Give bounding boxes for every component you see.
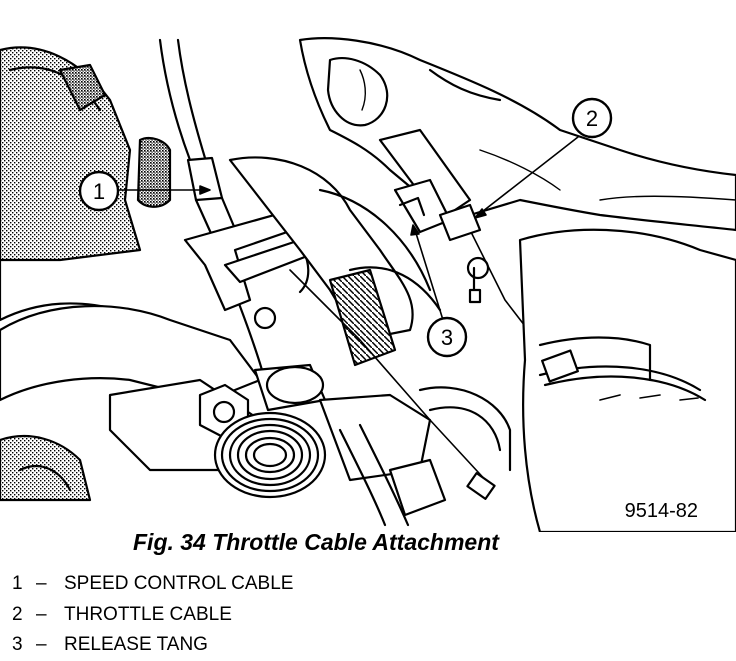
callout-1-number: 1 — [93, 179, 105, 204]
figure-reference-code: 9514-82 — [624, 500, 698, 522]
callout-2-number: 2 — [586, 106, 598, 131]
figure-caption: Fig. 34 Throttle Cable Attachment — [133, 529, 499, 555]
air-intake-duct — [518, 228, 736, 532]
legend-separator: – — [36, 573, 47, 594]
legend-number: 3 — [12, 634, 23, 655]
legend-item-1: 1–SPEED CONTROL CABLE — [12, 569, 293, 600]
intake-runner — [0, 304, 262, 502]
callout-3: 3 — [426, 316, 468, 358]
speed-control-cable — [158, 38, 264, 372]
callout-2: 2 — [571, 97, 613, 139]
legend-label: SPEED CONTROL CABLE — [64, 573, 294, 594]
linkage-lower — [318, 386, 512, 527]
throttle-cable — [289, 229, 556, 500]
callout-1: 1 — [78, 170, 120, 212]
legend-number: 1 — [12, 573, 23, 594]
throttle-drum — [213, 363, 327, 499]
legend-item-3: 3–RELEASE TANG — [12, 630, 293, 661]
callout-legend: 1–SPEED CONTROL CABLE 2–THROTTLE CABLE 3… — [12, 569, 293, 661]
throttle-cable-illustration: 1 2 3 — [0, 37, 736, 532]
cable-connector — [378, 128, 482, 242]
callout-leaders — [117, 136, 579, 321]
callout-3-number: 3 — [441, 325, 453, 350]
legend-label: THROTTLE CABLE — [64, 603, 232, 625]
throttle-body — [228, 156, 442, 367]
technician-hand — [298, 37, 736, 232]
legend-separator: – — [36, 603, 47, 625]
legend-number: 2 — [12, 603, 23, 625]
legend-item-2: 2–THROTTLE CABLE — [12, 600, 293, 631]
legend-label: RELEASE TANG — [64, 634, 208, 655]
legend-separator: – — [36, 634, 47, 655]
